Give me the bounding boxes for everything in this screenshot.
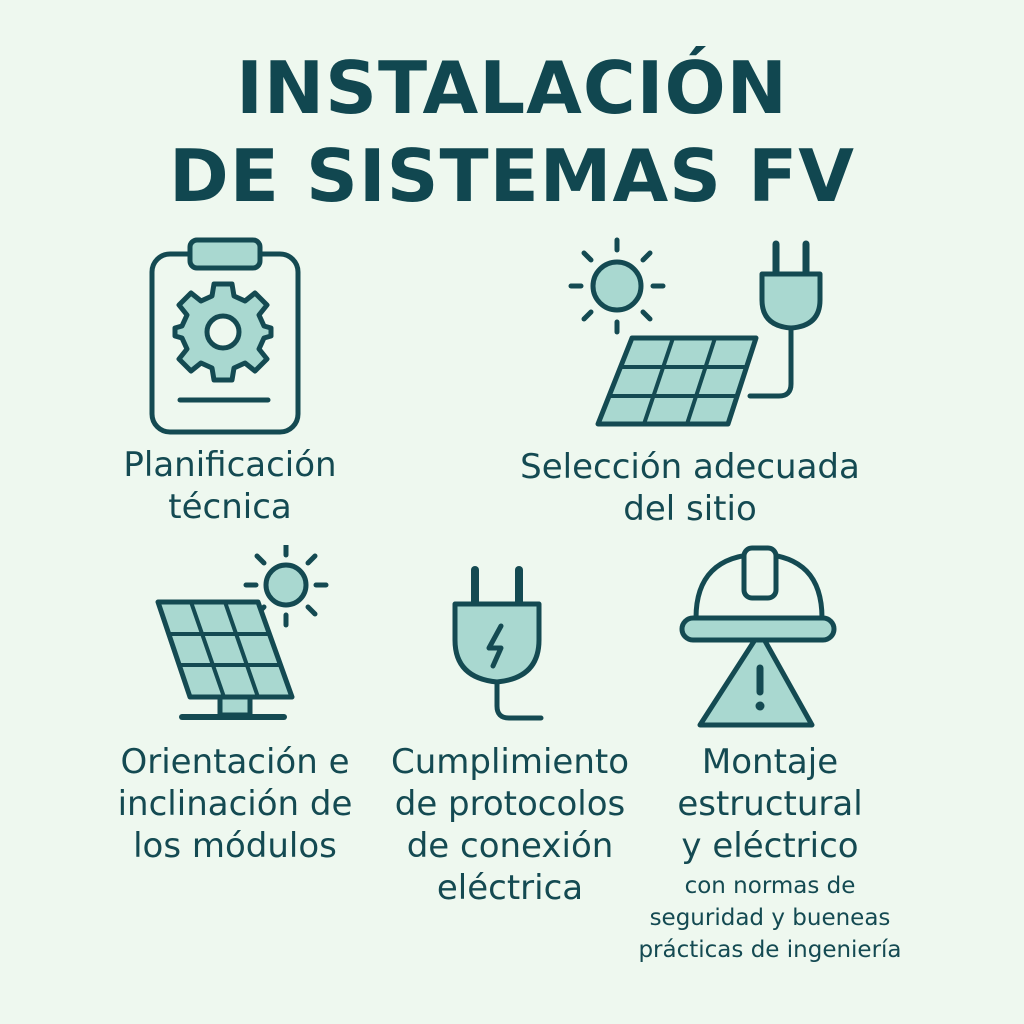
label-montaje-detail: con normas de seguridad y bueneas prácti… — [638, 873, 902, 963]
solar-panel-sun-plug-icon — [568, 237, 823, 427]
electric-plug-icon — [452, 566, 544, 721]
label-orientacion: Orientación e inclinación de los módulos — [117, 742, 353, 866]
label-planificacion: Planificación técnica — [123, 445, 337, 527]
page-title-line1: INSTALACIÓN — [236, 46, 788, 130]
hardhat-warning-icon — [679, 545, 837, 728]
label-montaje: Montaje estructural y eléctrico — [677, 742, 863, 866]
page-title-line2: DE SISTEMAS FV — [168, 134, 855, 218]
solar-panel-sun-icon — [155, 545, 329, 720]
label-seleccion: Selección adecuada del sitio — [520, 447, 860, 529]
label-cumplimiento: Cumplimiento de protocolos de conexión e… — [390, 742, 630, 908]
clipboard-gear-icon — [149, 237, 301, 435]
